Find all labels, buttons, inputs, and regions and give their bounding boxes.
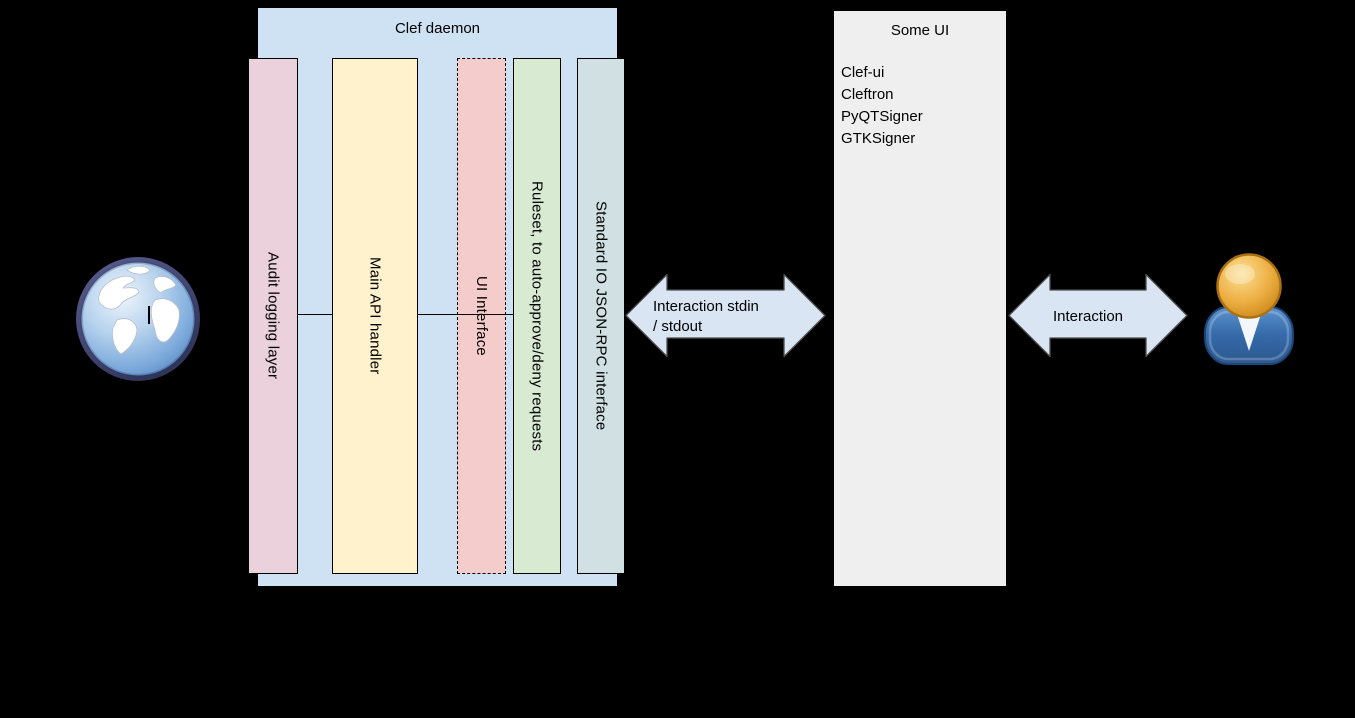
- clef-daemon-title: Clef daemon: [394, 20, 481, 37]
- connector-line-audit-to-api: [298, 314, 332, 315]
- layer-main-api-handler: Main API handler: [332, 58, 418, 574]
- globe-icon: [76, 257, 200, 381]
- layer-stdio-jsonrpc-label: Standard IO JSON-RPC interface: [592, 201, 610, 431]
- arrow-stdio-label: Interaction stdin / stdout: [653, 297, 803, 337]
- layer-main-api-handler-label: Main API handler: [366, 257, 384, 375]
- arrow-stdio-label-line2: / stdout: [653, 318, 703, 335]
- layer-stdio-jsonrpc: Standard IO JSON-RPC interface: [577, 58, 625, 574]
- some-ui-list: Clef-ui Cleftron PyQTSigner GTKSigner: [841, 62, 1001, 150]
- layer-ruleset: Ruleset, to auto-approve/deny requests: [513, 58, 561, 574]
- clef-daemon-container: [257, 7, 618, 587]
- some-ui-title: Some UI: [890, 22, 950, 39]
- user-icon: [1204, 253, 1294, 365]
- some-ui-box: [833, 10, 1007, 587]
- layer-ruleset-label: Ruleset, to auto-approve/deny requests: [528, 180, 546, 452]
- layer-ui-interface-label: UI Interface: [473, 276, 490, 356]
- list-item-cleftron: Cleftron: [841, 86, 894, 103]
- layer-audit-logging: Audit logging layer: [248, 58, 298, 574]
- double-arrow-stdio-icon: [625, 273, 826, 358]
- arrow-stdio-label-line1: Interaction stdin: [653, 298, 759, 315]
- layer-audit-logging-label: Audit logging layer: [264, 252, 282, 380]
- layer-ui-interface: UI Interface: [457, 58, 506, 574]
- arrow-interaction-label: Interaction: [1052, 308, 1124, 325]
- connector-line-api-to-ruleset: [418, 314, 513, 315]
- list-item-pyqtsigner: PyQTSigner: [841, 108, 923, 125]
- list-item-clef-ui: Clef-ui: [841, 64, 885, 81]
- double-arrow-interaction-icon: [1008, 273, 1188, 358]
- text-caret: [148, 306, 150, 324]
- list-item-gtksigner: GTKSigner: [841, 130, 916, 147]
